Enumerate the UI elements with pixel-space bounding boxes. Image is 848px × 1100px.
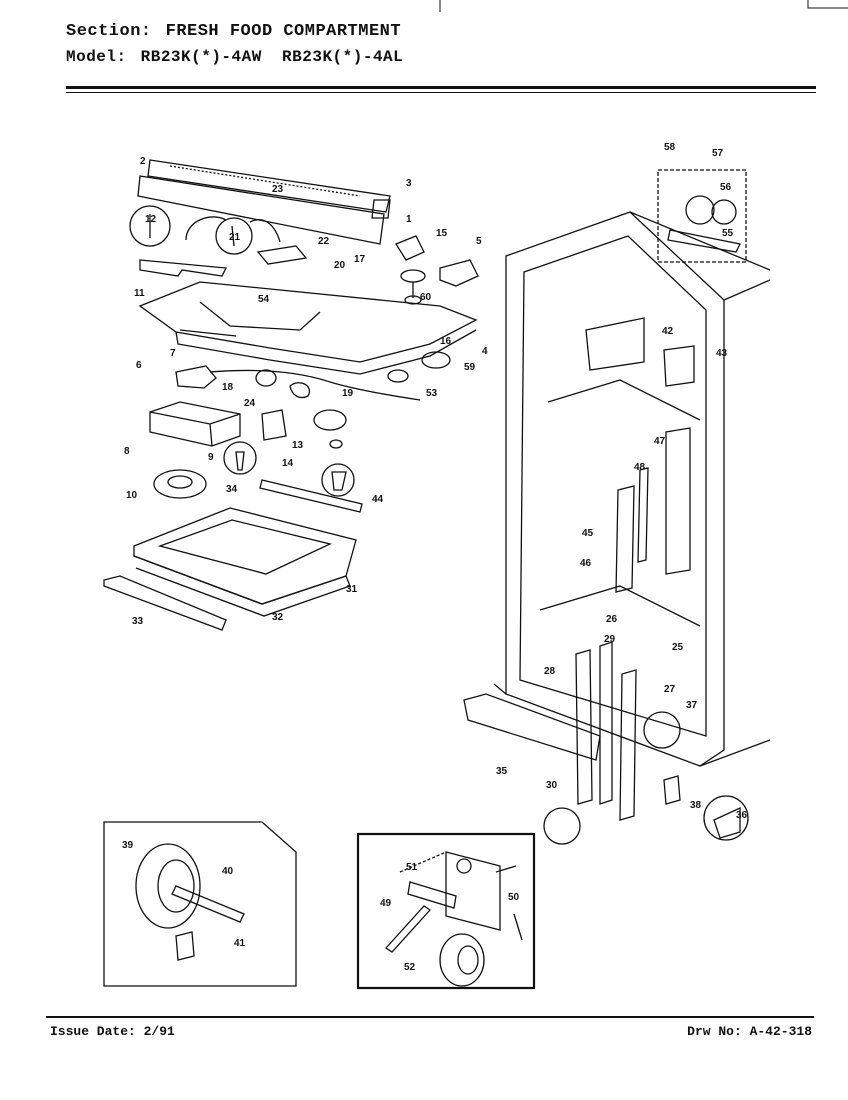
part-label-36: 36: [736, 810, 748, 821]
model-key: Model:: [66, 48, 127, 66]
roller-inset-1: [103, 821, 297, 987]
model-value: RB23K(*)-4AW RB23K(*)-4AL: [140, 48, 404, 66]
part-label-17: 17: [354, 254, 366, 265]
part-label-42: 42: [662, 326, 674, 337]
part-label-30: 30: [546, 780, 558, 791]
part-label-9: 9: [208, 452, 214, 463]
roller-inset-2: [356, 832, 536, 990]
part-label-37: 37: [686, 700, 698, 711]
part-label-2: 2: [140, 156, 146, 167]
part-label-34: 34: [226, 484, 238, 495]
part-label-10: 10: [126, 490, 138, 501]
issue-date: Issue Date: 2/91: [50, 1024, 175, 1039]
part-label-5: 5: [476, 236, 482, 247]
part-label-54: 54: [258, 294, 270, 305]
part-label-57: 57: [712, 148, 724, 159]
part-label-44: 44: [372, 494, 384, 505]
part-label-56: 56: [720, 182, 732, 193]
crisper-cover-assembly: [133, 507, 357, 617]
part-label-25: 25: [672, 642, 684, 653]
part-label-27: 27: [664, 684, 676, 695]
part-label-11: 11: [134, 288, 145, 299]
part-label-7: 7: [170, 348, 176, 359]
part-label-22: 22: [318, 236, 330, 247]
part-label-39: 39: [122, 840, 134, 851]
part-label-52: 52: [404, 962, 416, 973]
part-label-46: 46: [580, 558, 592, 569]
part-label-3: 3: [406, 178, 412, 189]
part-label-60: 60: [420, 292, 432, 303]
part-53-ring: [387, 369, 409, 383]
part-label-29: 29: [604, 634, 616, 645]
top-trim: [137, 159, 391, 245]
part-label-6: 6: [136, 360, 142, 371]
part-label-41: 41: [234, 938, 246, 949]
part-label-51: 51: [406, 862, 418, 873]
light-housing: [149, 401, 241, 447]
diagram-drawing: [103, 0, 848, 990]
part-label-33: 33: [132, 616, 144, 627]
section-line: Section: FRESH FOOD COMPARTMENT: [66, 22, 401, 41]
part-label-14: 14: [282, 458, 294, 469]
part-label-28: 28: [544, 666, 556, 677]
part-label-45: 45: [582, 528, 594, 539]
callout-circle-12: [129, 205, 171, 247]
part-label-24: 24: [244, 398, 256, 409]
header-rule-thick: [66, 86, 816, 89]
part-label-32: 32: [272, 612, 284, 623]
part-label-20: 20: [334, 260, 346, 271]
part-label-53: 53: [426, 388, 438, 399]
cabinet-liner: [493, 211, 771, 767]
model-line: Model: RB23K(*)-4AW RB23K(*)-4AL: [66, 48, 403, 66]
part-label-50: 50: [508, 892, 520, 903]
part-label-58: 58: [664, 142, 676, 153]
part-label-13: 13: [292, 440, 304, 451]
part-label-18: 18: [222, 382, 234, 393]
part-label-26: 26: [606, 614, 618, 625]
part-label-38: 38: [690, 800, 702, 811]
part-59-disc: [421, 351, 451, 369]
part-label-16: 16: [440, 336, 452, 347]
part-label-8: 8: [124, 446, 130, 457]
part-label-40: 40: [222, 866, 234, 877]
callout-circle-21: [215, 217, 253, 255]
part-label-35: 35: [496, 766, 508, 777]
part-label-23: 23: [272, 184, 284, 195]
section-key: Section:: [66, 22, 152, 41]
section-value: FRESH FOOD COMPARTMENT: [165, 22, 402, 41]
part-label-4: 4: [482, 346, 488, 357]
part-label-43: 43: [716, 348, 728, 359]
header-rule-thin: [66, 92, 816, 93]
part-label-49: 49: [380, 898, 392, 909]
part-label-19: 19: [342, 388, 354, 399]
part-label-21: 21: [229, 232, 241, 243]
drawing-number: Drw No: A-42-318: [687, 1024, 812, 1039]
part-label-48: 48: [634, 462, 646, 473]
part-label-31: 31: [346, 584, 358, 595]
inset-hinge-detail: [657, 169, 747, 263]
part-label-47: 47: [654, 436, 666, 447]
part-label-12: 12: [145, 214, 157, 225]
part-label-59: 59: [464, 362, 476, 373]
part-label-1: 1: [406, 214, 412, 225]
footer-rule: [46, 1016, 814, 1018]
part-label-55: 55: [722, 228, 734, 239]
part-label-15: 15: [436, 228, 448, 239]
